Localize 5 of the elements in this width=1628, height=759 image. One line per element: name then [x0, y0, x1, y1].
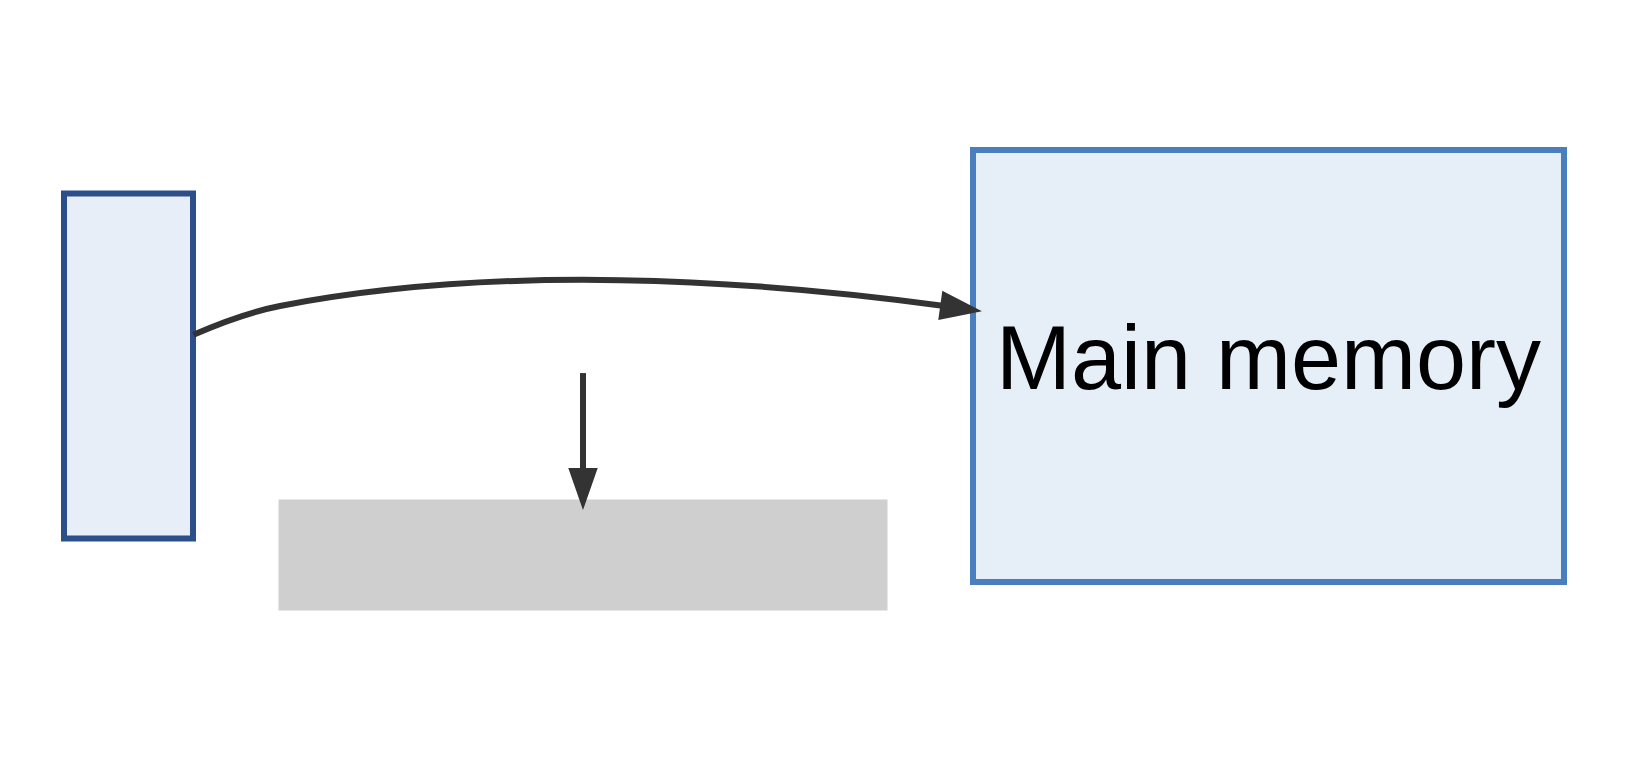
node-box: Main memory — [970, 147, 1567, 585]
node-arrow — [278, 499, 888, 611]
arrow — [192, 276, 982, 338]
node-box — [61, 190, 196, 542]
arrow — [568, 373, 598, 511]
